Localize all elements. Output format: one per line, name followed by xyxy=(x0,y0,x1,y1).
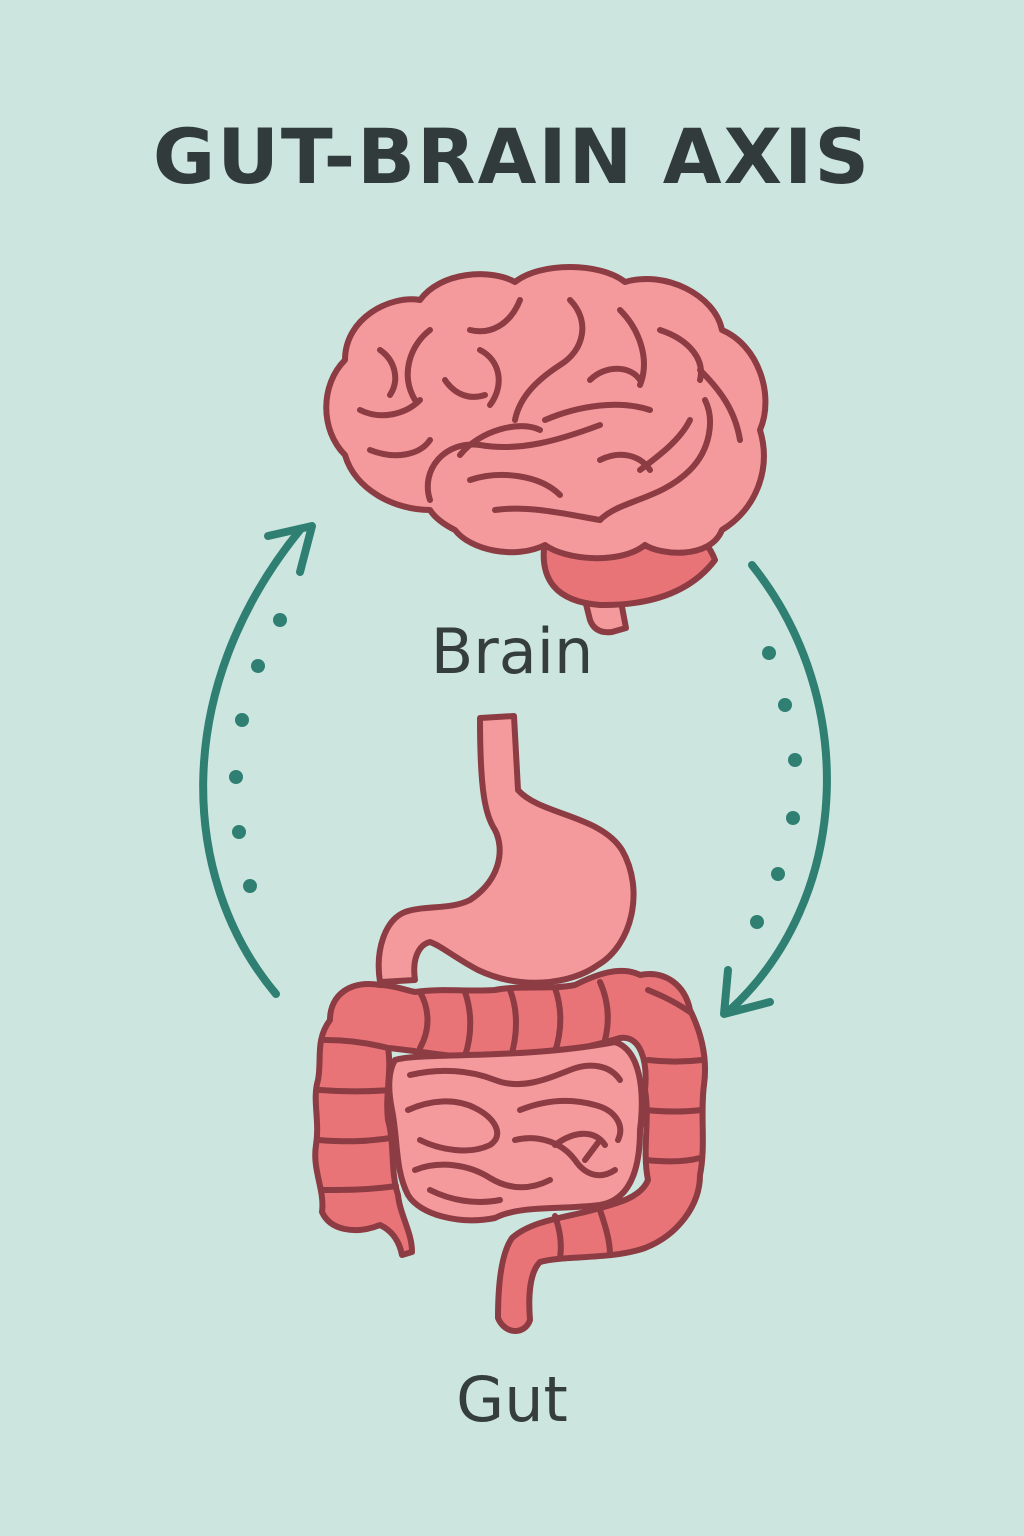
brain-label: Brain xyxy=(430,615,594,688)
page-title: GUT-BRAIN AXIS xyxy=(152,112,872,201)
brain-icon xyxy=(323,264,769,636)
gut-label: Gut xyxy=(456,1363,568,1436)
digestive-system-icon xyxy=(312,713,708,1334)
arrow-brain-to-gut xyxy=(720,561,831,1018)
arrow-gut-to-brain xyxy=(199,522,316,998)
